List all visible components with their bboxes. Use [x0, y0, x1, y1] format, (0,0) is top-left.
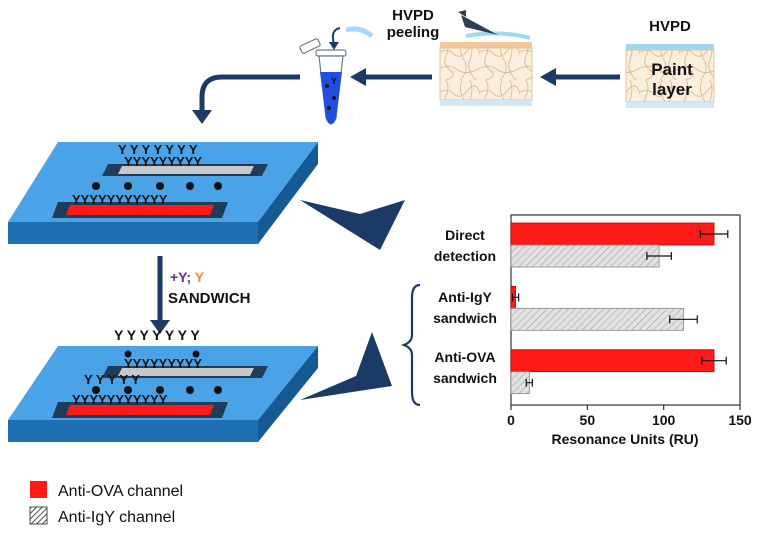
x-axis-label: Resonance Units (RU) — [551, 431, 698, 447]
x-tick-label: 150 — [728, 412, 752, 428]
arrow-down-sandwich — [150, 256, 170, 334]
x-tick-label: 0 — [507, 412, 515, 428]
svg-text:YYYYYYYYY: YYYYYYYYY — [124, 154, 202, 169]
bar-anti-ova-cat3 — [510, 349, 715, 373]
errorbar-anti-ova-cat2 — [511, 293, 520, 302]
category-label-3-line1: Anti-OVA — [434, 349, 495, 365]
errorbar-anti-igy-cat1 — [646, 252, 672, 260]
category-label-3-line2: sandwich — [433, 370, 497, 386]
errorbar-anti-ova-cat1 — [699, 230, 729, 238]
legend-label-anti-igy: Anti-IgY channel — [58, 509, 175, 526]
chip-direct-detection: YYYYYYYYY Y Y Y Y Y Y Y YYYYYYYYYYY — [8, 142, 318, 244]
svg-text:Y Y Y Y Y: Y Y Y Y Y — [84, 372, 140, 387]
bars-layer — [510, 222, 729, 395]
x-tick-label: 50 — [580, 412, 596, 428]
arrow-tube-to-chip — [192, 74, 300, 124]
errorbar-anti-igy-cat3 — [525, 378, 533, 387]
svg-text:YYYYYYYYYYY: YYYYYYYYYYY — [72, 392, 168, 407]
microtube-icon: Y — [299, 26, 374, 125]
svg-text:Y Y Y Y Y Y Y: Y Y Y Y Y Y Y — [114, 327, 200, 343]
svg-text:YYYYYYYYYYY: YYYYYYYYYYY — [72, 192, 168, 207]
grouping-bracket — [400, 283, 421, 407]
category-label-1-line2: detection — [434, 248, 496, 264]
hvpd-right-label: HVPD — [649, 18, 691, 35]
ticks-layer: 0 50 100 150 — [507, 405, 752, 428]
hvpd-peeling-line2: peeling — [387, 24, 440, 41]
legend-swatch-anti-ova — [30, 481, 47, 498]
bar-chart: 0 50 100 150 Direct detection Anti-IgY sand… — [400, 214, 752, 447]
errorbar-anti-igy-cat2 — [669, 315, 698, 324]
arrow-chip2-to-chart — [300, 332, 392, 400]
category-label-2-line2: sandwich — [433, 310, 497, 326]
reagents-label: +Y; Y — [170, 269, 205, 285]
category-label-1-line1: Direct — [445, 227, 485, 243]
legend: Anti-OVA channel Anti-IgY channel — [29, 481, 183, 526]
arrow-chip1-to-chart — [300, 200, 405, 250]
legend-label-anti-ova: Anti-OVA channel — [58, 483, 183, 500]
bar-anti-ova-cat1 — [510, 222, 715, 246]
bar-anti-igy-cat2 — [510, 307, 684, 331]
tweezers-icon — [458, 10, 498, 35]
svg-text:Y: Y — [331, 76, 337, 86]
category-label-2-line1: Anti-IgY — [438, 289, 492, 305]
legend-swatch-anti-igy — [29, 506, 48, 525]
reagents-prefix: +Y; — [170, 269, 195, 285]
arrow-right-to-middle — [540, 68, 620, 86]
peeled-paint-block — [439, 31, 533, 106]
paint-label-line2: layer — [652, 80, 692, 99]
paint-layer-block — [625, 44, 715, 108]
errorbar-anti-ova-cat3 — [701, 356, 727, 365]
chip-sandwich: YYYYYYYYY Y Y Y Y Y Y Y YYYYYYYYYYY Y Y … — [8, 327, 318, 442]
x-tick-label: 100 — [652, 412, 676, 428]
paint-label-line1: Paint — [651, 60, 693, 79]
svg-text:Y Y Y Y Y Y Y: Y Y Y Y Y Y Y — [118, 142, 198, 157]
bar-anti-igy-cat1 — [510, 244, 660, 268]
svg-text:YYYYYYYYY: YYYYYYYYY — [124, 356, 202, 371]
sandwich-label: SANDWICH — [168, 290, 251, 307]
hvpd-peeling-line1: HVPD — [392, 7, 434, 24]
arrow-middle-to-tube — [350, 68, 432, 86]
reagents-orange-y: Y — [195, 269, 205, 285]
